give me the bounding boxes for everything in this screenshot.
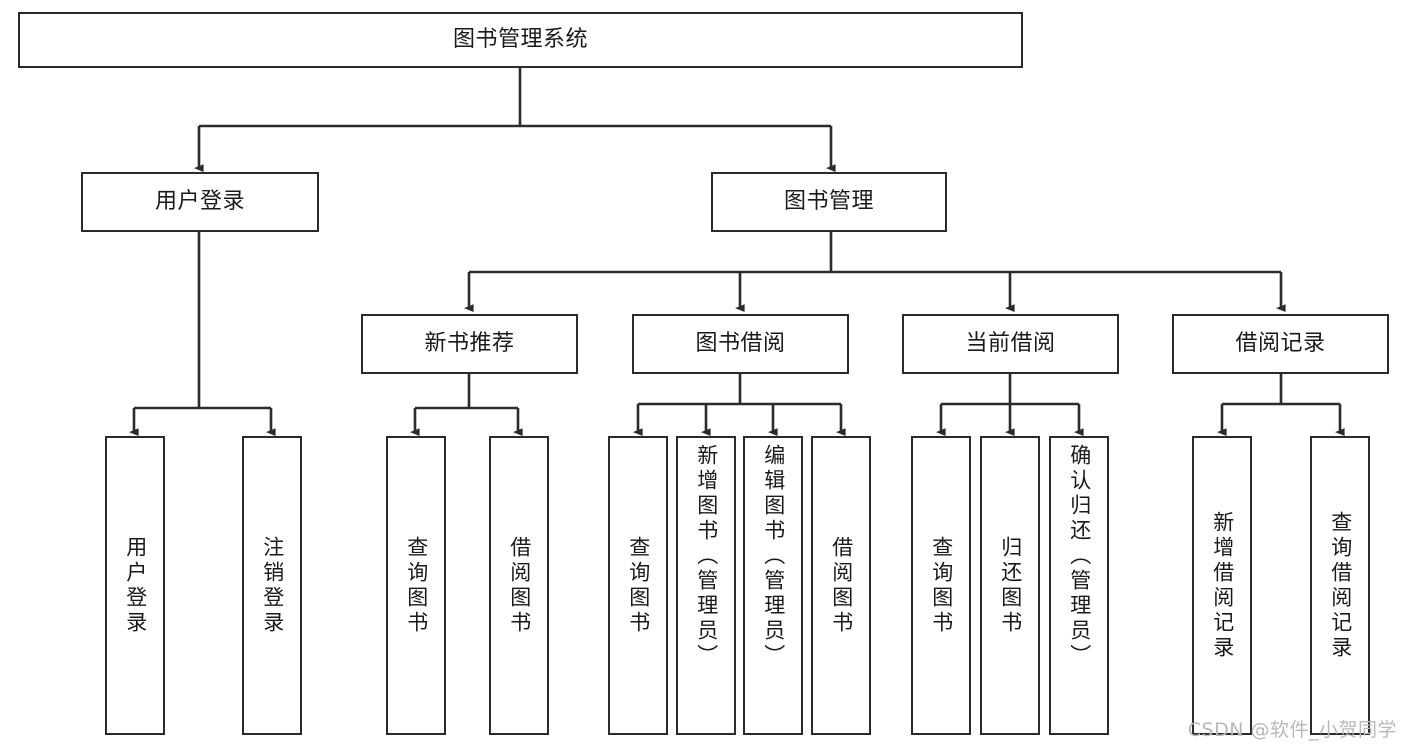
node-login[interactable]: 用户登录: [81, 172, 319, 232]
node-current-label: 当前借阅: [965, 330, 1056, 356]
node-records[interactable]: 借阅记录: [1172, 314, 1389, 374]
node-login-label: 用户登录: [154, 188, 245, 214]
node-leaf-borrow-book-1-label: 借阅图书: [507, 535, 532, 636]
node-root-label: 图书管理系统: [452, 26, 588, 52]
watermark-text: CSDN @软件_小贺同学: [1187, 719, 1397, 741]
node-leaf-borrow-book-2[interactable]: 借阅图书: [811, 436, 871, 735]
node-leaf-edit-book-admin[interactable]: 编辑图书（管理员）: [743, 436, 803, 735]
node-bookmgmt-label: 图书管理: [783, 188, 874, 214]
node-records-label: 借阅记录: [1235, 330, 1326, 356]
node-leaf-edit-book-admin-label: 编辑图书（管理员）: [761, 444, 786, 669]
node-leaf-query-book-3[interactable]: 查询图书: [911, 436, 971, 735]
node-leaf-confirm-return-admin-label: 确认归还（管理员）: [1067, 444, 1092, 669]
node-leaf-query-book-2[interactable]: 查询图书: [608, 436, 668, 735]
node-newbook-label: 新书推荐: [424, 330, 515, 356]
node-borrow[interactable]: 图书借阅: [632, 314, 849, 374]
node-current[interactable]: 当前借阅: [902, 314, 1119, 374]
node-newbook[interactable]: 新书推荐: [361, 314, 578, 374]
node-leaf-query-book-1[interactable]: 查询图书: [386, 436, 446, 735]
node-leaf-add-borrow-record-label: 新增借阅记录: [1210, 510, 1235, 661]
node-leaf-borrow-book-2-label: 借阅图书: [829, 535, 854, 636]
node-leaf-logout-label: 注销登录: [260, 535, 285, 636]
node-leaf-borrow-book-1[interactable]: 借阅图书: [489, 436, 549, 735]
node-leaf-add-borrow-record[interactable]: 新增借阅记录: [1192, 436, 1252, 735]
node-leaf-query-book-1-label: 查询图书: [404, 535, 429, 636]
node-leaf-query-borrow-record-label: 查询借阅记录: [1328, 510, 1353, 661]
node-root[interactable]: 图书管理系统: [18, 12, 1023, 68]
node-leaf-confirm-return-admin[interactable]: 确认归还（管理员）: [1049, 436, 1109, 735]
node-leaf-user-login-label: 用户登录: [123, 535, 148, 636]
node-bookmgmt[interactable]: 图书管理: [711, 172, 947, 232]
node-leaf-user-login[interactable]: 用户登录: [105, 436, 165, 735]
node-leaf-return-book[interactable]: 归还图书: [980, 436, 1040, 735]
node-leaf-return-book-label: 归还图书: [998, 535, 1023, 636]
node-borrow-label: 图书借阅: [695, 330, 786, 356]
node-leaf-add-book-admin-label: 新增图书（管理员）: [694, 444, 719, 669]
node-leaf-logout[interactable]: 注销登录: [242, 436, 302, 735]
node-leaf-query-book-2-label: 查询图书: [626, 535, 651, 636]
node-leaf-query-borrow-record[interactable]: 查询借阅记录: [1310, 436, 1370, 735]
node-leaf-add-book-admin[interactable]: 新增图书（管理员）: [676, 436, 736, 735]
node-leaf-query-book-3-label: 查询图书: [929, 535, 954, 636]
